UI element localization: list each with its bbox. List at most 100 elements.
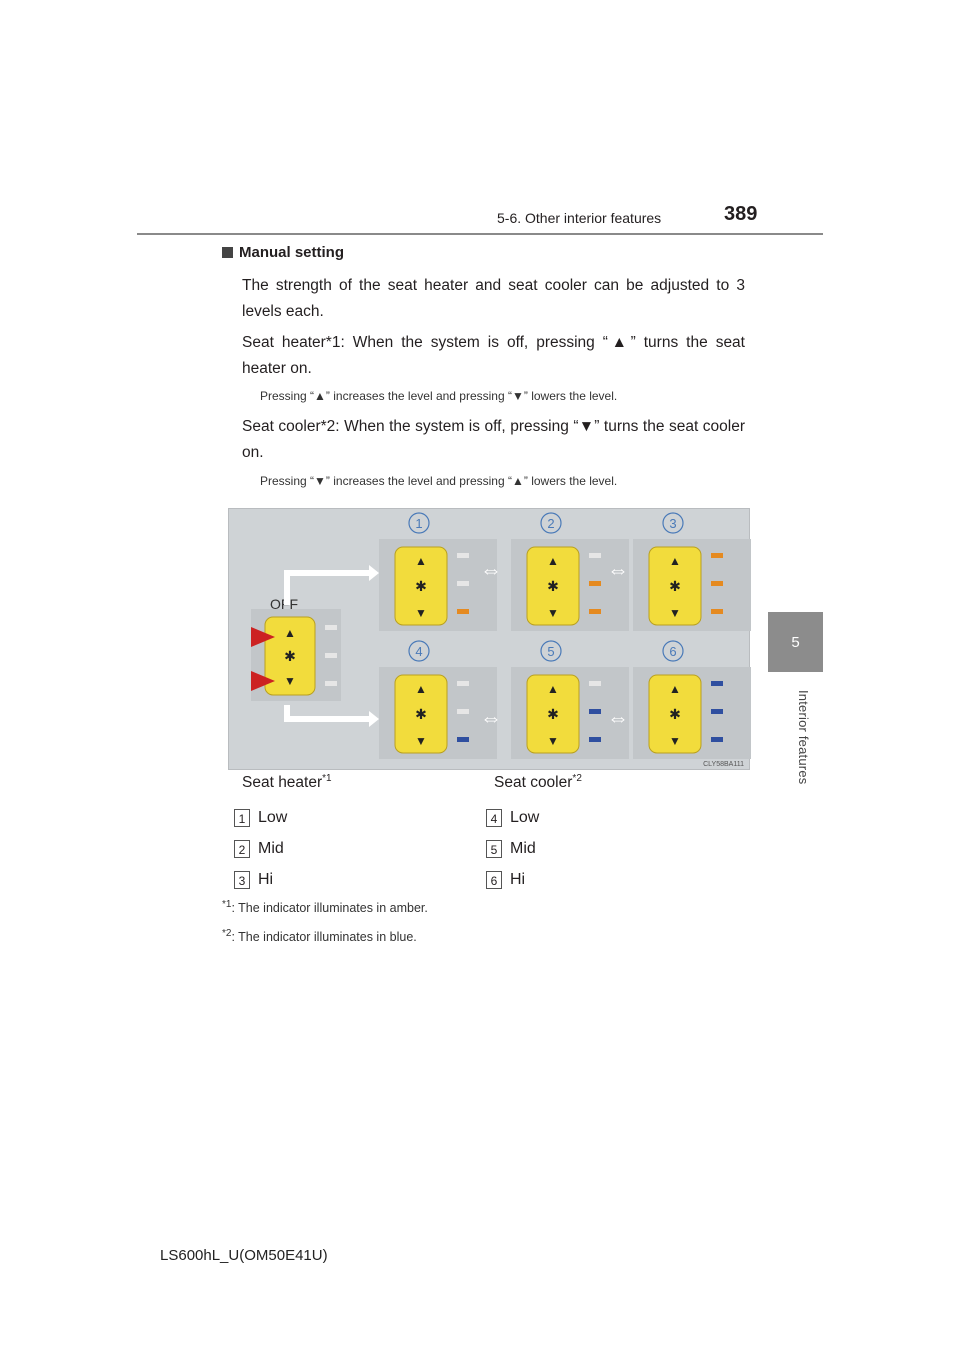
- down-arrow-icon: ▼: [547, 606, 559, 620]
- footnote-text: : The indicator illuminates in blue.: [231, 930, 417, 945]
- chapter-label: Interior features: [796, 690, 811, 785]
- heater-title-text: Seat heater: [242, 774, 323, 792]
- off-switch: [264, 616, 316, 696]
- down-arrow-icon: ▼: [415, 734, 427, 748]
- legend-label: Hi: [510, 870, 526, 888]
- up-arrow-icon: ▲: [669, 682, 681, 696]
- down-arrow-icon: ▼: [547, 734, 559, 748]
- legend-item: 5 Mid: [486, 833, 539, 864]
- step-number-circle: [540, 640, 562, 662]
- level-switch: [394, 674, 448, 754]
- legend-number: 3: [234, 870, 250, 889]
- header-divider: [137, 233, 823, 235]
- flow-arrow-icon: [369, 711, 379, 727]
- document-code: LS600hL_U(OM50E41U): [160, 1247, 328, 1264]
- legend-item: 6 Hi: [486, 864, 539, 895]
- up-arrow-icon: ▲: [547, 682, 559, 696]
- legend-label: Mid: [258, 839, 284, 857]
- flow-arrow-icon: [369, 565, 379, 581]
- indicator-led: [589, 609, 601, 614]
- up-arrow-icon: ▲: [415, 554, 427, 568]
- step-number-circle: [408, 640, 430, 662]
- seat-icon: ✱: [547, 578, 559, 594]
- heading-text: Manual setting: [239, 244, 345, 261]
- red-arrow-icon: [251, 671, 275, 691]
- down-arrow-icon: ▼: [669, 734, 681, 748]
- legend-label: Hi: [258, 870, 274, 888]
- legend-item: 1 Low: [234, 802, 287, 833]
- cooler-title-text: Seat cooler: [494, 774, 573, 792]
- double-arrow-icon: ⇔: [607, 557, 629, 582]
- footnote-mark: *2: [222, 928, 232, 939]
- chapter-tab: 5: [768, 612, 823, 672]
- off-led: [325, 625, 337, 630]
- cooler-sup: *2: [572, 773, 582, 784]
- indicator-led: [589, 681, 601, 686]
- indicator-led: [589, 709, 601, 714]
- heater-legend-list: 1 Low 2 Mid 3 Hi: [234, 802, 287, 895]
- seat-icon: ✱: [669, 706, 681, 722]
- legend-label: Low: [258, 808, 288, 826]
- figure-illustration: ▲ ▼ ✱ OFF ▲▼✱1▲▼✱2▲▼✱3⇔⇔ ▲▼✱4▲▼✱5▲▼✱6⇔⇔ …: [251, 512, 751, 768]
- figure-code: CLY58BA111: [703, 761, 744, 768]
- indicator-led: [711, 737, 723, 742]
- legend-number: 1: [234, 808, 250, 827]
- section-heading: Manual setting: [222, 244, 752, 261]
- legend-number: 6: [486, 870, 502, 889]
- heater-paragraph: Seat heater*1: When the system is off, p…: [242, 334, 745, 377]
- step-number: 4: [415, 644, 422, 659]
- footnote-amber: *1: The indicator illuminates in amber.: [222, 899, 428, 915]
- down-arrow-icon: ▼: [669, 606, 681, 620]
- heater-note: Pressing “▲” increases the level and pre…: [260, 389, 618, 403]
- seat-icon: ✱: [547, 706, 559, 722]
- up-arrow-icon: ▲: [547, 554, 559, 568]
- double-arrow-icon: ⇔: [480, 557, 502, 582]
- level-switch: [648, 546, 702, 626]
- legend-item: 4 Low: [486, 802, 539, 833]
- cooler-legend-title: Seat cooler*2: [494, 773, 582, 792]
- level-switch: [394, 546, 448, 626]
- step-number: 3: [669, 516, 676, 531]
- step-number: 5: [547, 644, 554, 659]
- level-switch: [526, 546, 580, 626]
- legend-label: Low: [510, 808, 540, 826]
- step-number: 6: [669, 644, 676, 659]
- off-led: [325, 653, 337, 658]
- page-number: 389: [724, 203, 758, 225]
- step-number-circle: [662, 640, 684, 662]
- indicator-led: [457, 737, 469, 742]
- legend-item: 2 Mid: [234, 833, 287, 864]
- up-arrow-icon: ▲: [284, 626, 296, 640]
- down-arrow-icon: ▼: [284, 674, 296, 688]
- seat-climate-figure: ▲ ▼ ✱ OFF ▲▼✱1▲▼✱2▲▼✱3⇔⇔ ▲▼✱4▲▼✱5▲▼✱6⇔⇔ …: [228, 508, 751, 770]
- indicator-led: [589, 737, 601, 742]
- footnote-text: : The indicator illuminates in amber.: [231, 901, 428, 916]
- indicator-led: [457, 709, 469, 714]
- flow-arrow-icon: [284, 705, 369, 722]
- cooler-legend-list: 4 Low 5 Mid 6 Hi: [486, 802, 539, 895]
- seat-icon: ✱: [669, 578, 681, 594]
- indicator-led: [711, 553, 723, 558]
- footnote-mark: *1: [222, 899, 232, 910]
- indicator-led: [457, 581, 469, 586]
- step-number: 2: [547, 516, 554, 531]
- double-arrow-icon: ⇔: [480, 705, 502, 730]
- indicator-led: [457, 681, 469, 686]
- red-arrow-icon: [251, 627, 275, 647]
- indicator-led: [711, 581, 723, 586]
- indicator-led: [711, 709, 723, 714]
- indicator-led: [589, 581, 601, 586]
- up-arrow-icon: ▲: [415, 682, 427, 696]
- step-number-circle: [540, 512, 562, 534]
- step-number-circle: [662, 512, 684, 534]
- indicator-led: [457, 553, 469, 558]
- flow-arrow-icon: [284, 570, 369, 605]
- square-bullet-icon: [222, 247, 233, 258]
- section-title: 5-6. Other interior features: [497, 210, 662, 226]
- down-arrow-icon: ▼: [415, 606, 427, 620]
- intro-paragraph: The strength of the seat heater and seat…: [242, 277, 745, 320]
- double-arrow-icon: ⇔: [607, 705, 629, 730]
- heater-sup: *1: [322, 773, 332, 784]
- legend-label: Mid: [510, 839, 536, 857]
- footnote-blue: *2: The indicator illuminates in blue.: [222, 928, 417, 944]
